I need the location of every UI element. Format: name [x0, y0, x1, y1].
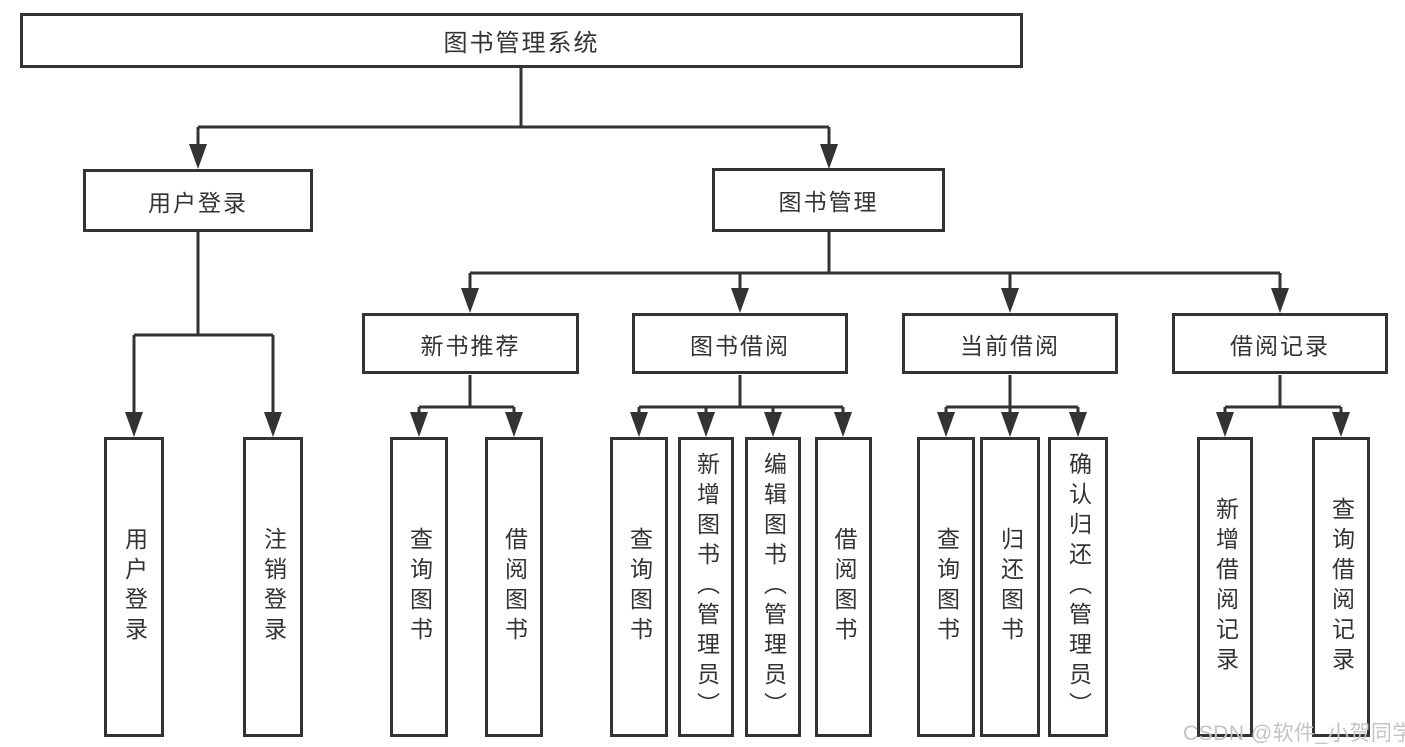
node-new-book-recommendation: 新书推荐 — [362, 313, 579, 374]
leaf-borrow-books-recommend: 借阅图书 — [485, 437, 543, 737]
node-book-borrowing: 图书借阅 — [632, 313, 848, 374]
node-label: 新增借阅记录 — [1212, 497, 1239, 677]
node-label: 查询借阅记录 — [1328, 497, 1355, 677]
leaf-query-books-current: 查询图书 — [917, 437, 975, 737]
node-borrowing-records: 借阅记录 — [1172, 313, 1388, 374]
connector-book-management-branch — [461, 232, 1289, 313]
node-label: 用户登录 — [148, 189, 248, 216]
node-label: 新增图书（管理员） — [693, 452, 720, 722]
node-label: 查询图书 — [406, 527, 433, 647]
leaf-query-books-recommend: 查询图书 — [390, 437, 448, 737]
connector-user-login-branch — [125, 232, 282, 437]
connector-current-borrow-branch — [937, 375, 1087, 437]
node-label: 借阅图书 — [831, 527, 857, 647]
node-label: 新书推荐 — [420, 332, 521, 359]
node-library-management-system: 图书管理系统 — [20, 13, 1023, 68]
node-label: 编辑图书（管理员） — [760, 452, 787, 722]
connector-new-book-branch — [410, 375, 523, 437]
leaf-return-books: 归还图书 — [980, 437, 1040, 737]
node-current-borrowing: 当前借阅 — [902, 313, 1118, 374]
node-label: 图书管理系统 — [443, 30, 600, 57]
node-label: 图书管理 — [778, 189, 879, 215]
node-label: 用户登录 — [121, 527, 148, 647]
node-label: 注销登录 — [260, 527, 287, 647]
watermark-text: CSDN @软件_小贺同学 — [1183, 722, 1405, 745]
node-label: 借阅图书 — [501, 527, 528, 647]
node-label: 归还图书 — [997, 527, 1024, 647]
node-user-login: 用户登录 — [83, 169, 313, 232]
leaf-add-books-admin: 新增图书（管理员） — [678, 437, 734, 737]
node-label: 当前借阅 — [960, 332, 1060, 359]
leaf-query-books-borrow: 查询图书 — [610, 437, 668, 737]
node-label: 图书借阅 — [690, 332, 790, 359]
node-label: 查询图书 — [626, 527, 653, 647]
connector-root-to-level2 — [189, 68, 838, 169]
leaf-borrow-books: 借阅图书 — [815, 437, 872, 737]
leaf-edit-books-admin: 编辑图书（管理员） — [745, 437, 801, 737]
leaf-logout: 注销登录 — [243, 437, 303, 737]
node-label: 借阅记录 — [1230, 332, 1330, 359]
connector-borrow-records-branch — [1216, 375, 1350, 437]
leaf-user-login: 用户登录 — [104, 437, 164, 737]
connector-book-borrow-branch — [630, 375, 852, 437]
leaf-add-borrow-record: 新增借阅记录 — [1197, 437, 1253, 737]
leaf-query-borrow-record: 查询借阅记录 — [1312, 437, 1370, 737]
node-label: 查询图书 — [933, 527, 960, 647]
node-book-management: 图书管理 — [712, 168, 945, 232]
node-label: 确认归还（管理员） — [1065, 452, 1092, 722]
leaf-confirm-return-admin: 确认归还（管理员） — [1048, 437, 1108, 737]
